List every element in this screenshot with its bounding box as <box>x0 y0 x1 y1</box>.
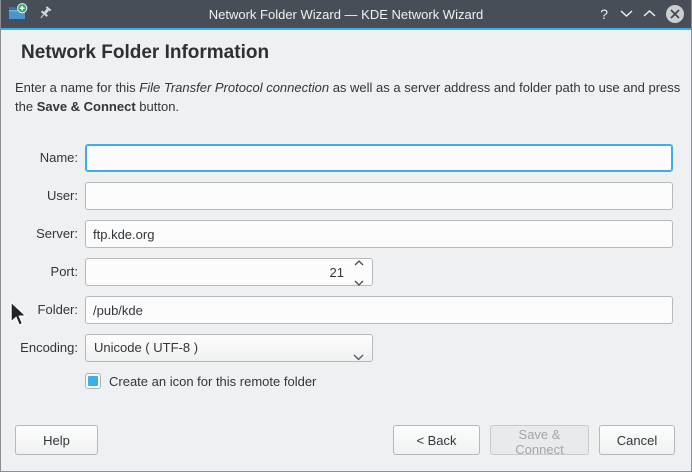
context-help-button[interactable]: ? <box>600 6 608 22</box>
encoding-selected-value: Unicode ( UTF-8 ) <box>94 340 199 355</box>
port-increment-button[interactable] <box>354 253 364 271</box>
encoding-row: Encoding: Unicode ( UTF-8 ) <box>1 334 691 362</box>
folder-input[interactable] <box>85 296 673 324</box>
back-button[interactable]: < Back <box>393 425 480 455</box>
new-network-folder-icon <box>8 3 28 28</box>
help-button[interactable]: Help <box>15 425 98 455</box>
chevron-down-icon <box>353 344 364 370</box>
server-label: Server: <box>36 226 78 241</box>
protocol-name: File Transfer Protocol connection <box>139 80 330 95</box>
user-label: User: <box>46 188 78 203</box>
port-input[interactable] <box>85 258 373 286</box>
port-decrement-button[interactable] <box>354 273 364 291</box>
page-title: Network Folder Information <box>21 42 270 63</box>
create-icon-checkbox-label[interactable]: Create an icon for this remote folder <box>109 373 317 389</box>
save-connect-mention: Save & Connect <box>36 99 136 114</box>
port-row: Port: <box>1 258 691 286</box>
create-icon-checkbox[interactable] <box>85 373 101 389</box>
server-input[interactable] <box>85 220 673 248</box>
name-label: Name: <box>39 150 78 165</box>
page-description: Enter a name for this File Transfer Prot… <box>15 80 681 114</box>
user-row: User: <box>1 182 691 210</box>
port-label: Port: <box>50 264 78 279</box>
user-input[interactable] <box>85 182 673 210</box>
folder-label: Folder: <box>37 302 78 317</box>
maximize-button[interactable] <box>643 5 656 23</box>
save-connect-button[interactable]: Save & Connect <box>490 425 589 457</box>
name-row: Name: <box>1 144 691 172</box>
folder-row: Folder: <box>1 296 691 324</box>
server-row: Server: <box>1 220 691 248</box>
create-icon-option: Create an icon for this remote folder <box>85 373 316 389</box>
pin-icon[interactable] <box>37 5 53 26</box>
port-spinbox <box>85 258 373 286</box>
minimize-button[interactable] <box>620 5 633 23</box>
encoding-dropdown[interactable]: Unicode ( UTF-8 ) <box>85 334 373 362</box>
titlebar[interactable]: Network Folder Wizard — KDE Network Wiza… <box>1 0 691 28</box>
checkbox-checked-mark <box>88 376 98 386</box>
window-title: Network Folder Wizard — KDE Network Wiza… <box>208 6 484 22</box>
encoding-label: Encoding: <box>20 340 78 355</box>
cancel-button[interactable]: Cancel <box>599 425 675 455</box>
close-button[interactable] <box>666 5 684 23</box>
titlebar-accent-line <box>1 28 691 30</box>
name-input[interactable] <box>85 144 673 172</box>
